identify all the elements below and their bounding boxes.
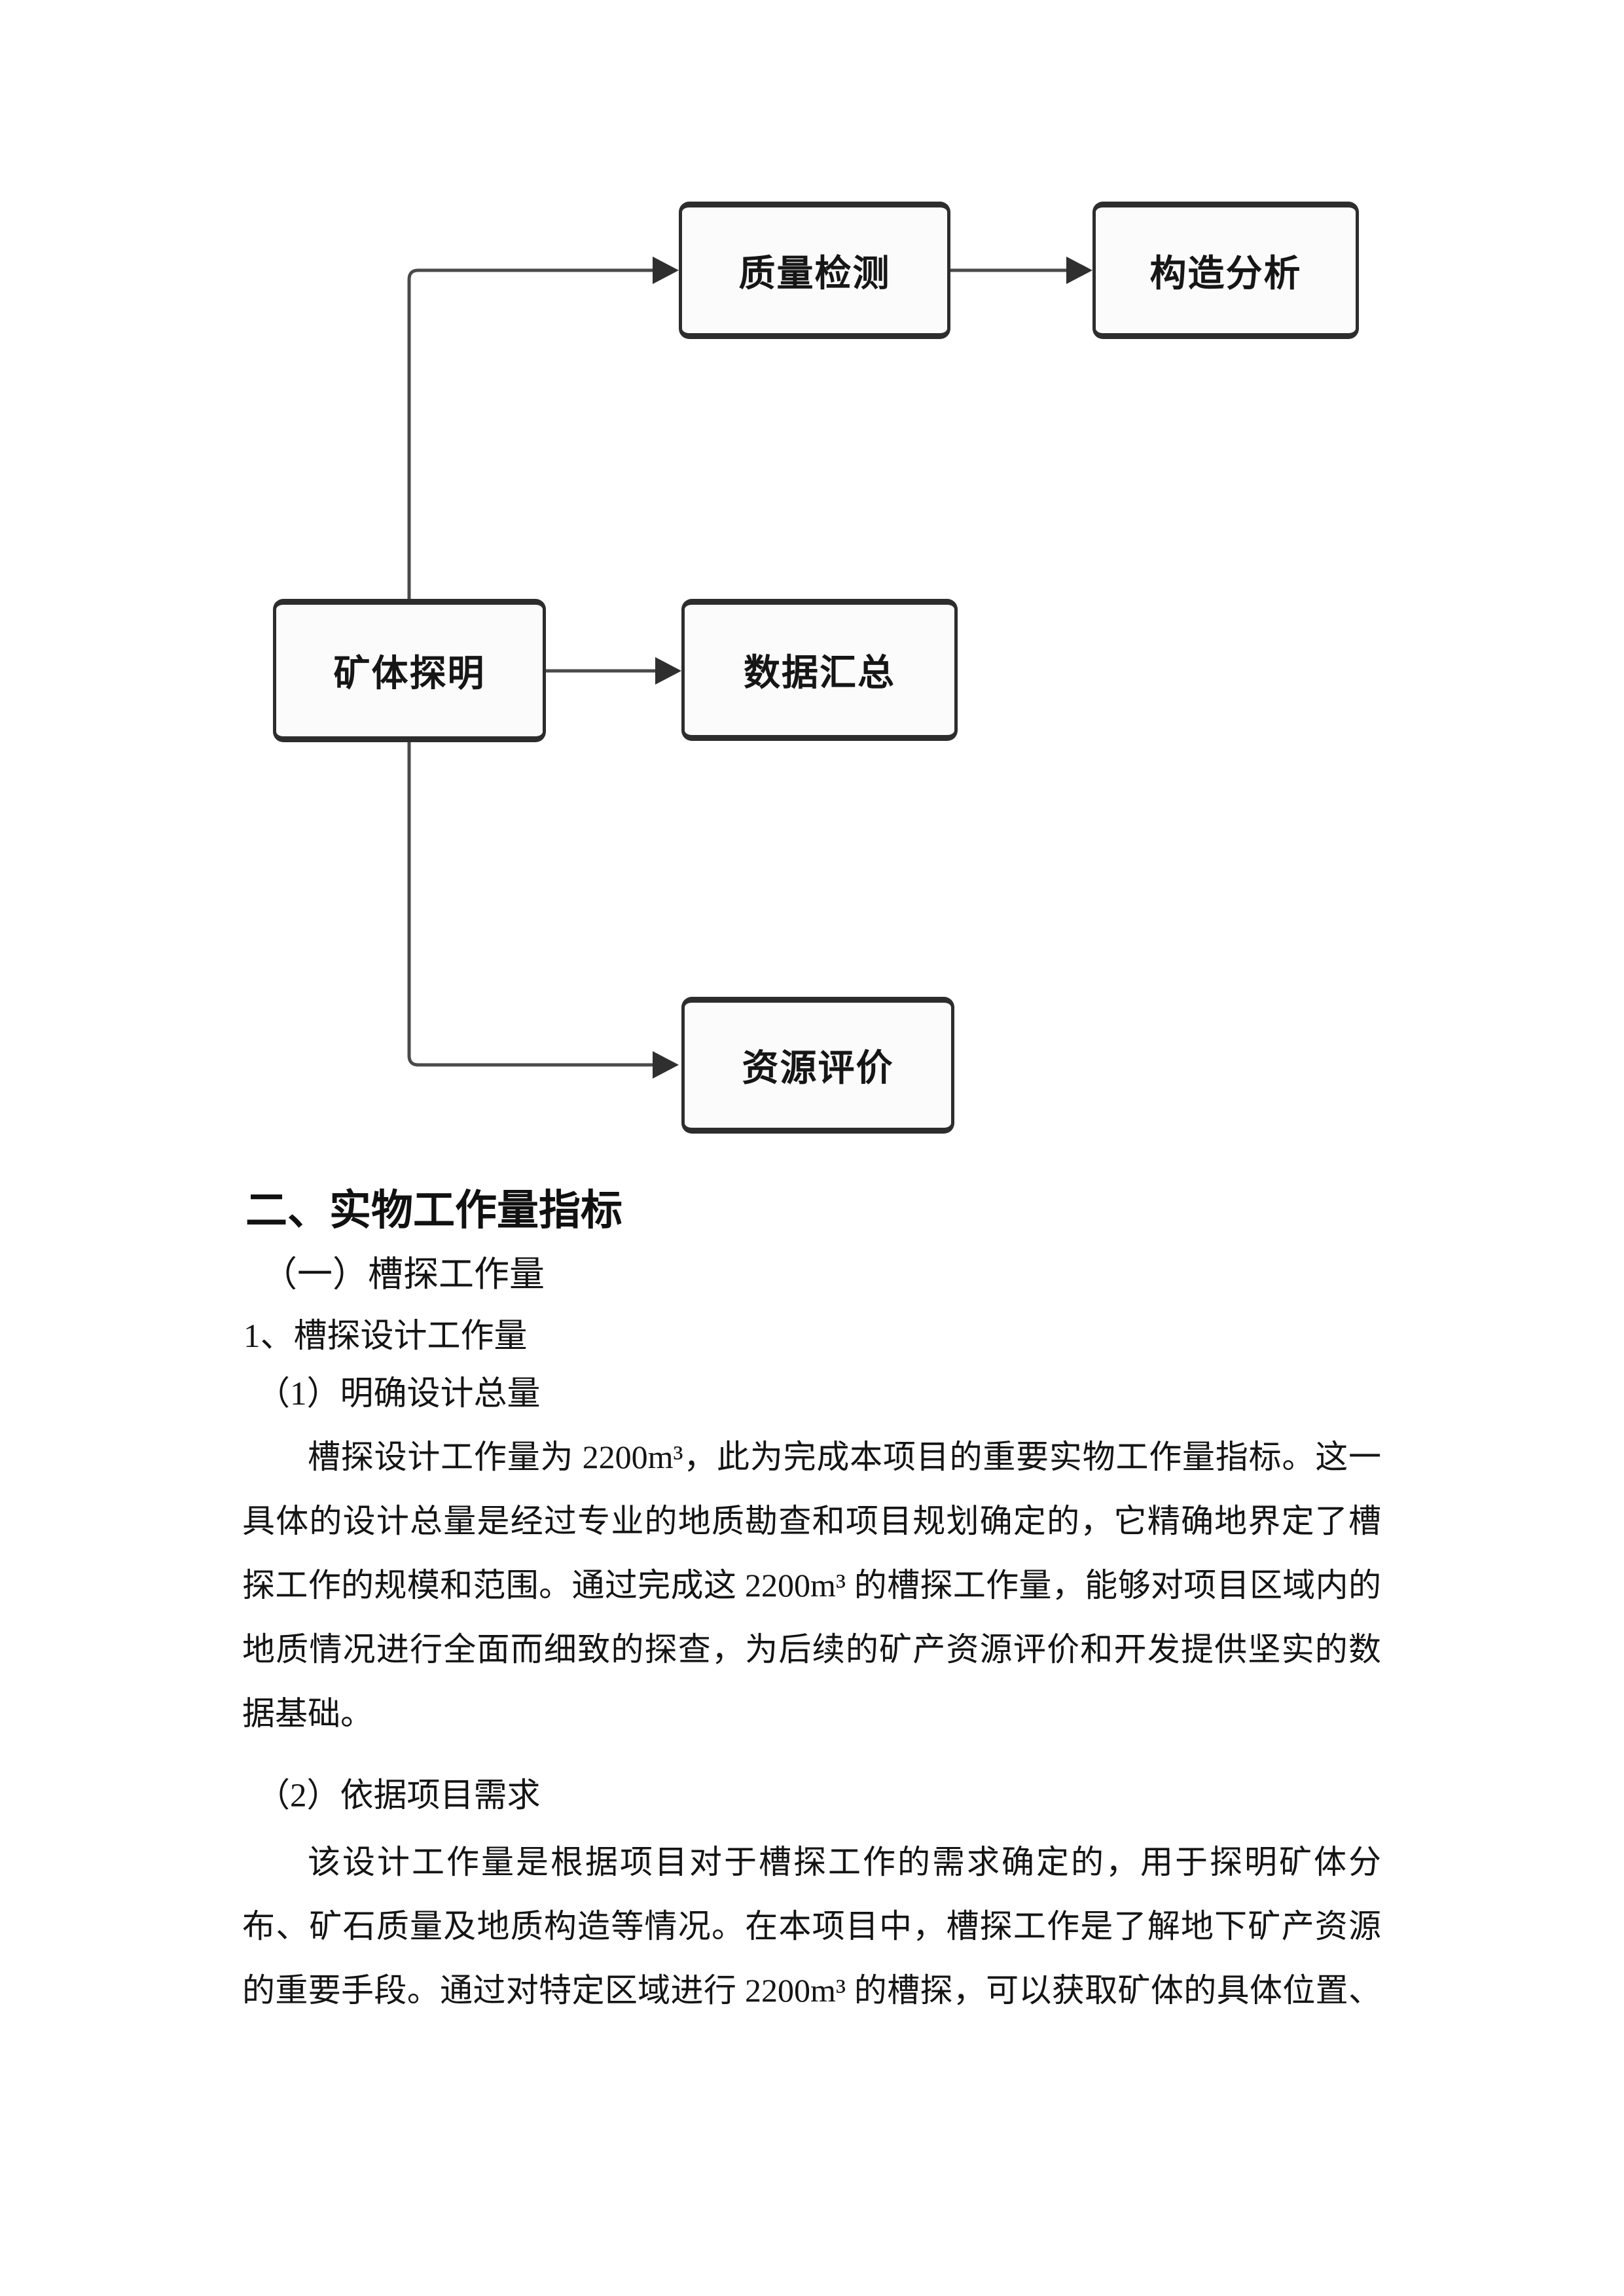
subsection-heading-3: （1）明确设计总量	[257, 1376, 541, 1412]
flowchart-node-data-summary: 数据汇总	[681, 599, 958, 741]
paragraph-2-line-1: 该设计工作量是根据项目对于槽探工作的需求确定的，用于探明矿体分	[308, 1844, 1381, 1880]
section-heading: 二、实物工作量指标	[245, 1187, 623, 1234]
connector-orebody-quality	[407, 268, 655, 599]
subsection-heading-2: 1、槽探设计工作量	[244, 1318, 528, 1355]
node-label-resource-eval: 资源评价	[742, 1049, 894, 1089]
paragraph-1: 槽探设计工作量为 2200m³，此为完成本项目的重要实物工作量指标。这一 具体的…	[242, 1425, 1381, 1746]
node-label-data-summary: 数据汇总	[744, 653, 895, 694]
flowchart-node-resource-eval: 资源评价	[681, 997, 954, 1134]
flowchart-node-quality-check: 质量检测	[679, 202, 950, 339]
paragraph-1-line-1: 槽探设计工作量为 2200m³，此为完成本项目的重要实物工作量指标。这一	[308, 1439, 1381, 1475]
paragraph-1-line-2: 具体的设计总量是经过专业的地质勘查和项目规划确定的，它精确地界定了槽	[242, 1503, 1381, 1539]
arrowhead-quality	[653, 257, 679, 284]
node-label-structure-analysis: 构造分析	[1149, 253, 1302, 295]
paragraph-1-line-3: 探工作的规模和范围。通过完成这 2200m³ 的槽探工作量，能够对项目区域内的	[242, 1567, 1381, 1604]
flowchart-node-structure-analysis: 构造分析	[1092, 202, 1359, 339]
paragraph-2-line-3: 的重要手段。通过对特定区域进行 2200m³ 的槽探，可以获取矿体的具体位置、	[242, 1972, 1381, 2009]
flowchart-node-ore-body: 矿体探明	[273, 599, 546, 742]
node-label-quality-check: 质量检测	[738, 253, 891, 295]
node-label-ore-body: 矿体探明	[333, 654, 486, 694]
arrowhead-resource	[653, 1051, 679, 1079]
arrowhead-structure	[1066, 257, 1092, 284]
connector-orebody-resource	[407, 742, 655, 1067]
paragraph-1-line-4: 地质情况进行全面而细致的探查，为后续的矿产资源评价和开发提供坚实的数	[242, 1631, 1381, 1668]
arrowhead-datasummary	[655, 657, 681, 685]
subsection-heading-4: （2）依据项目需求	[257, 1778, 541, 1814]
paragraph-2-line-2: 布、矿石质量及地质构造等情况。在本项目中，槽探工作是了解地下矿产资源	[242, 1908, 1381, 1945]
paragraph-1-line-5: 据基础。	[242, 1695, 373, 1732]
paragraph-2: 该设计工作量是根据项目对于槽探工作的需求确定的，用于探明矿体分 布、矿石质量及地…	[242, 1830, 1381, 2022]
subsection-heading-1: （一）槽探工作量	[262, 1255, 545, 1294]
